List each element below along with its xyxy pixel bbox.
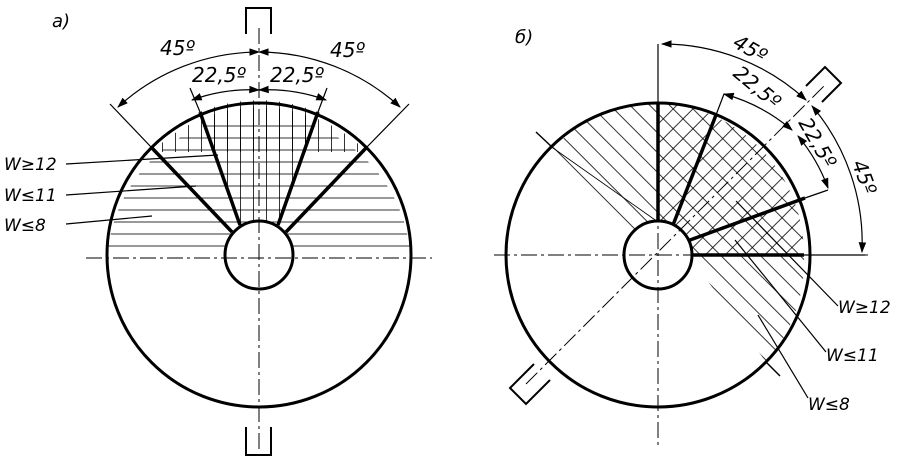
dim-arc-b-45-right — [811, 105, 867, 254]
centerline-b-diag — [525, 83, 827, 385]
dim-arc-a-45-right — [257, 48, 401, 108]
shaft-top-a — [245, 7, 272, 34]
zone-label-b-w8: W≤8 — [808, 395, 850, 415]
angle-b-22-a: 22,5º — [729, 61, 786, 114]
ext-a-left — [109, 103, 153, 149]
radial-a-1 — [150, 146, 234, 234]
panel-a-label: а) — [52, 11, 70, 32]
radial-a-4 — [284, 146, 368, 234]
edge-b-diag-main — [552, 147, 659, 223]
panel-b: б) 45º 2 — [494, 27, 891, 448]
ext-b-22 — [715, 93, 725, 116]
radial-b-3 — [689, 196, 806, 242]
angle-a-22-right: 22,5º — [270, 63, 325, 87]
zone-label-b-w11: W≤11 — [826, 346, 879, 366]
angle-a-22-left: 22,5º — [192, 63, 247, 87]
edge-b-upperleft — [535, 131, 554, 149]
leader-a-w8 — [65, 215, 153, 225]
zone-b-w8-left — [553, 103, 658, 255]
zone-label-a-w8: W≤8 — [4, 216, 46, 236]
dim-arc-b-22-a — [722, 92, 793, 131]
zone-label-a-w11: W≤11 — [4, 186, 57, 206]
leader-b-w8 — [757, 314, 809, 399]
dim-arc-a-45-left — [117, 48, 261, 108]
shaft-top-b — [805, 65, 843, 103]
zone-b-w12-cross — [658, 103, 805, 255]
dim-arc-b-45-top — [660, 40, 807, 101]
zone-label-a-w12: W≥12 — [4, 155, 57, 175]
radial-a-2 — [198, 111, 242, 226]
angle-b-22-b: 22,5º — [794, 113, 842, 172]
panel-a: а) 45º 22,5º 22,5º 45 — [4, 7, 432, 456]
dim-arc-b-22-b — [797, 135, 829, 190]
radial-b-2 — [671, 114, 718, 226]
dim-arc-a-22-left — [190, 85, 261, 101]
zone-label-b-w12: W≥12 — [838, 298, 891, 318]
leader-a-w11 — [65, 185, 197, 196]
angle-b-45-right: 45º — [847, 157, 882, 199]
shaft-bottom-b — [508, 363, 551, 406]
edge-b-lowerright — [765, 361, 781, 377]
leader-a-w12 — [65, 154, 219, 165]
angle-a-45-left: 45º — [160, 36, 195, 60]
panel-b-label: б) — [515, 27, 533, 48]
ext-a-midleft — [189, 87, 201, 113]
zone-b-w8-right — [689, 255, 805, 362]
ext-b-22b — [804, 189, 829, 199]
angle-a-45-right: 45º — [330, 38, 365, 62]
radial-a-3 — [276, 111, 320, 226]
ext-a-right — [365, 103, 410, 149]
dim-arc-a-22-right — [257, 85, 328, 101]
leader-b-w12 — [735, 200, 839, 307]
angle-b-45-top: 45º — [729, 30, 772, 69]
leader-b-w11 — [734, 239, 827, 353]
shaft-bottom-a — [245, 427, 272, 456]
